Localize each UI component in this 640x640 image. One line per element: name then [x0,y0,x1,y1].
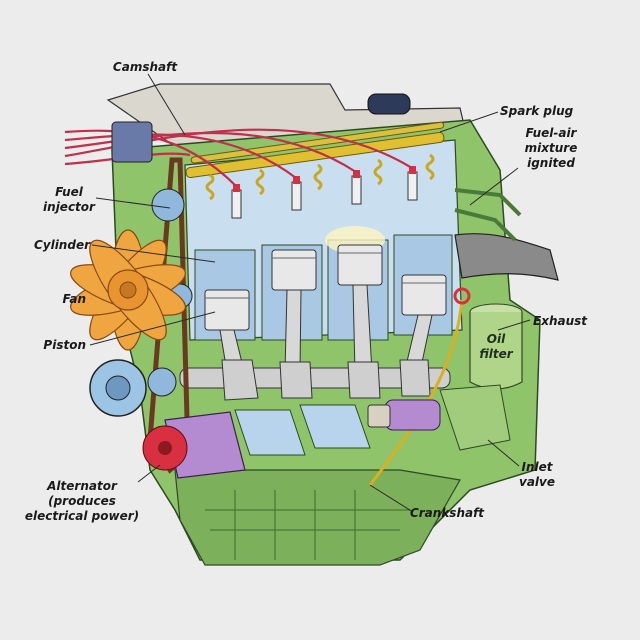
distributor-cap [111,121,153,163]
label-cylinder: Cylinder [33,238,90,252]
label-inlet-valve: Inlet valve [519,460,555,489]
dipstick [368,299,464,486]
cam-pulley [151,188,185,222]
label-fan: Fan [62,292,86,306]
inlet-valve-housing [439,384,511,451]
purple-pump [384,399,441,431]
label-oil-filter: Oil filter [479,332,513,361]
valve-springs [205,153,435,201]
pistons [204,244,447,331]
crank-pulley-inner [105,375,131,401]
label-fuel-air-mixture: Fuel-air mixture ignited [524,126,578,170]
leader-lines [89,73,531,513]
small-pulley [147,367,177,397]
label-fuel-injector: Fuel injector [43,185,95,214]
label-spark-plug: Spark plug [500,104,574,118]
alternator-pulley-center [158,441,172,455]
spark-plug-tips [233,166,416,192]
fan-hub-center [119,281,137,299]
label-exhaust: Exhaust [533,314,587,328]
label-piston: Piston [43,338,86,352]
oil-pan [174,469,461,566]
oil-cap [367,93,411,115]
pump-mount [367,404,391,428]
intake-pipes [454,188,522,242]
label-camshaft: Camshaft [112,60,178,74]
crankshaft-shape [179,359,451,401]
label-crankshaft: Crankshaft [409,506,485,520]
dipstick-handle [453,287,471,305]
label-alternator: Alternator (produces electrical power) [24,479,140,523]
sump-pockets [234,404,371,456]
oil-pan-ribs [205,490,410,560]
exhaust-manifold [454,233,559,281]
piston-rings [205,252,446,299]
